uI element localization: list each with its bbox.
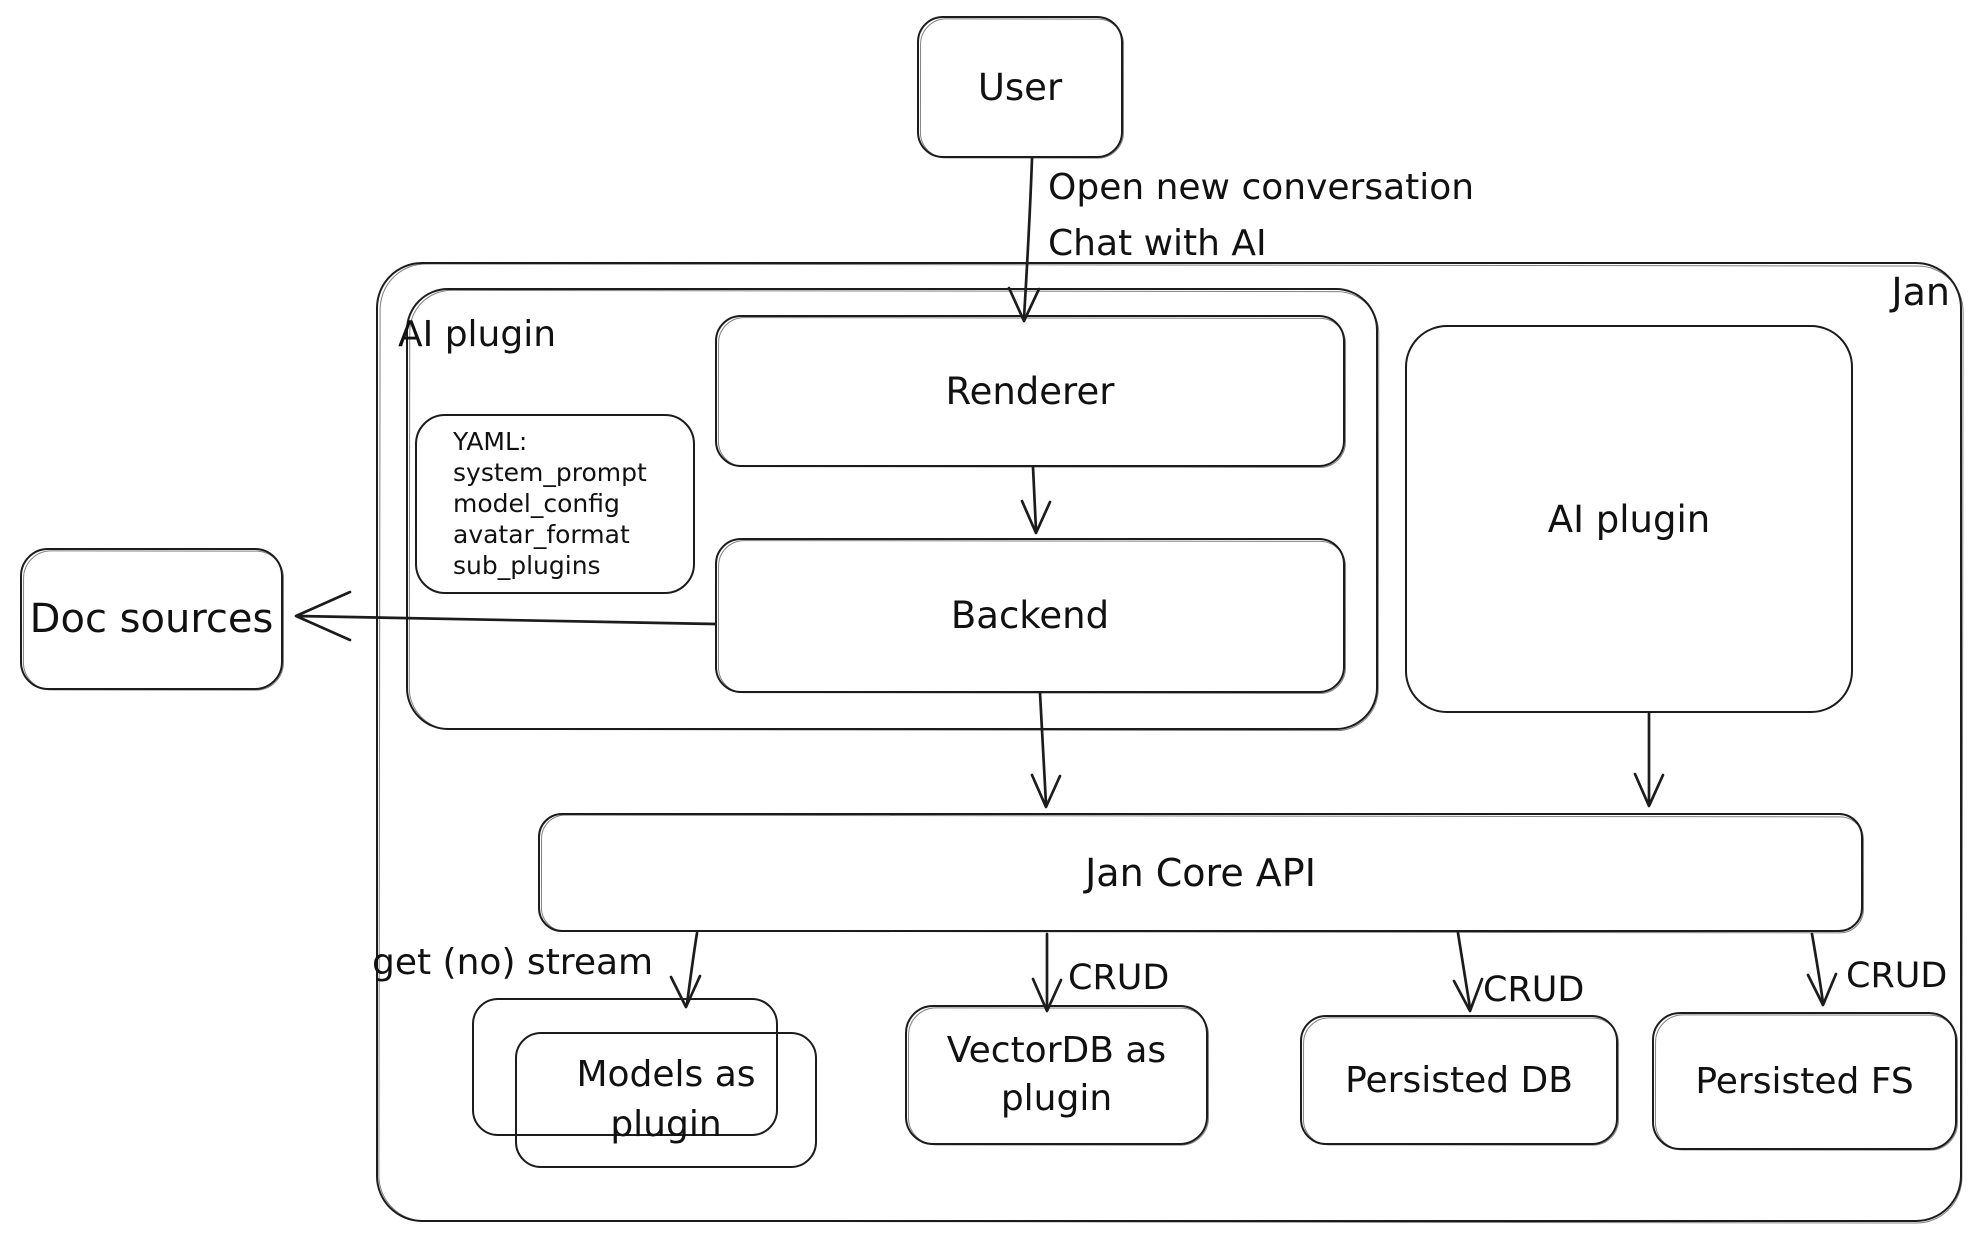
yaml-note-line: YAML: [453,427,528,456]
yaml-note-line: sub_plugins [453,551,601,580]
node-models-plugin-label: Models as [576,1054,756,1095]
edge-core-persisted-fs-label: CRUD [1846,956,1948,996]
edge-user-renderer-label-line2: Chat with AI [1048,223,1267,264]
node-ai-plugin-right-label: AI plugin [1547,497,1711,541]
node-doc-sources-label: Doc sources [29,596,274,642]
node-vectordb-plugin-label: plugin [1000,1078,1113,1119]
yaml-note-line: system_prompt [453,458,647,487]
node-jan-core-api-label: Jan Core API [1085,850,1316,895]
node-persisted-fs-label: Persisted FS [1695,1060,1914,1102]
node-models-plugin-label: plugin [610,1104,722,1145]
edge-user-renderer-label-line1: Open new conversation [1048,167,1475,208]
edge-core-models-label: get (no) stream [372,942,654,983]
node-vectordb-plugin: VectorDB as plugin [905,1005,1208,1145]
node-doc-sources: Doc sources [20,548,283,690]
node-backend-label: Backend [950,594,1110,637]
node-user-label: User [977,65,1063,109]
edge-core-vectordb-label: CRUD [1068,958,1170,998]
node-ai-plugin-right: AI plugin [1405,325,1853,713]
node-ai-plugin-container [406,288,1378,730]
node-jan-core-api: Jan Core API [538,813,1863,932]
node-renderer-label: Renderer [945,369,1115,413]
node-persisted-db: Persisted DB [1300,1015,1618,1145]
node-yaml-note: YAML: system_prompt model_config avatar_… [415,414,695,594]
node-jan-container [376,262,1962,1222]
node-persisted-fs: Persisted FS [1652,1012,1957,1150]
node-renderer: Renderer [715,315,1345,467]
yaml-note-line: avatar_format [453,520,630,549]
node-backend: Backend [715,538,1345,693]
node-models-plugin: Models as plugin [515,1032,817,1168]
node-user: User [917,16,1123,158]
yaml-note-line: model_config [453,489,620,518]
node-vectordb-plugin-label: VectorDB as [946,1030,1167,1071]
node-ai-plugin-container-label: AI plugin [398,314,557,355]
node-jan-label: Jan [1891,270,1950,314]
node-models-plugin-back [472,998,778,1136]
edge-user-renderer-label: Open new conversation Chat with AI [1048,160,1474,272]
edge-core-persisted-db-label: CRUD [1483,970,1585,1010]
node-persisted-db-label: Persisted DB [1345,1059,1573,1101]
